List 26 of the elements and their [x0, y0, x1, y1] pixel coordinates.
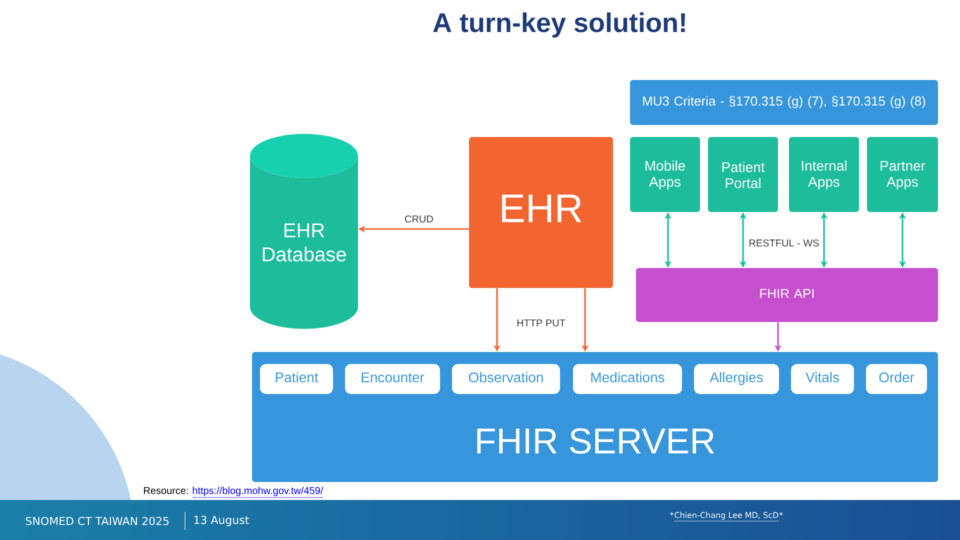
app-box: Internal Apps	[789, 137, 859, 212]
app-box: Partner Apps	[867, 137, 938, 212]
criteria-banner: MU3 Criteria - §170.315 (g) (7), §170.315 (g) (8)	[630, 80, 938, 125]
edge-label: HTTP PUT	[516, 318, 566, 328]
footer-date: 13 August	[194, 516, 249, 526]
resource-pill: Order	[866, 364, 927, 394]
edge-label: CRUD	[404, 214, 434, 224]
link: https://blog.mohw.gov.tw/459/	[192, 486, 324, 498]
resource-pill: Medications	[573, 364, 682, 394]
process-box: EHR	[469, 137, 613, 288]
source-label: Resource:	[144, 487, 188, 494]
author-link: Chien-Chang Lee MD, ScD	[674, 512, 779, 522]
resource-pill: Vitals	[791, 364, 854, 394]
title: A turn-key solution!	[433, 12, 685, 38]
footer-text: SNOMED CT TAIWAN 2025	[26, 516, 169, 526]
asterisk: *	[670, 512, 674, 516]
asterisk: *	[779, 512, 783, 516]
resource-pill: Patient	[260, 364, 333, 394]
app-box: Mobile Apps	[630, 137, 700, 212]
app-box: Patient Portal	[708, 137, 778, 212]
api-bar: FHIR API	[636, 268, 938, 322]
resource-pill: Observation	[452, 364, 560, 394]
resource-pill: Encounter	[345, 364, 440, 394]
resource-pill: Allergies	[694, 364, 779, 394]
edge-label: RESTFUL - WS	[748, 238, 820, 248]
database-cylinder: EHR Database	[250, 134, 358, 329]
